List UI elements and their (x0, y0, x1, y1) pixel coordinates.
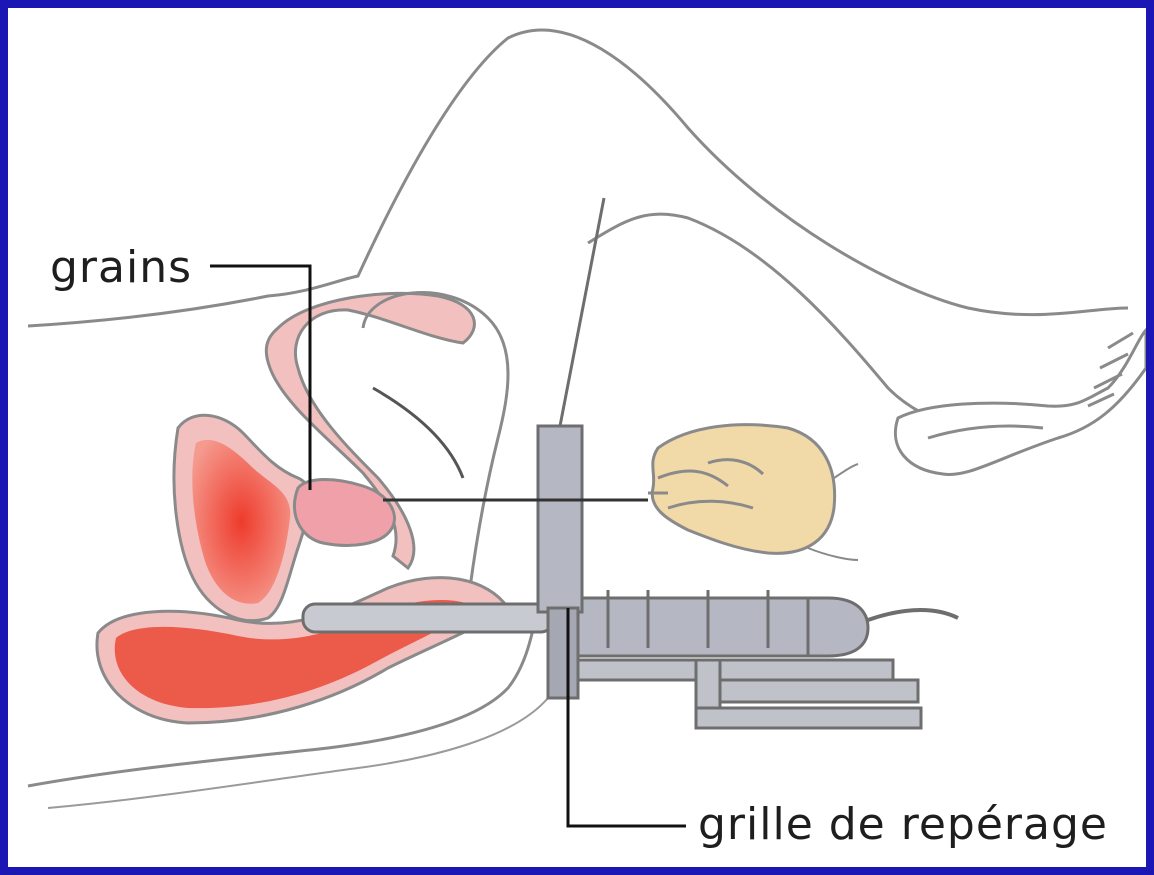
stepper-base (558, 660, 893, 680)
stepper-base-lower (698, 680, 918, 702)
probe-body (568, 598, 868, 656)
hand (652, 425, 834, 554)
upper-thigh-line (588, 214, 1048, 431)
probe-cable (868, 610, 958, 620)
probe-shaft (303, 604, 553, 632)
grid-label: grille de repérage (698, 803, 1108, 847)
stepper-foot (696, 708, 921, 728)
template-grid (538, 426, 582, 612)
foot (895, 330, 1146, 475)
organ-fold-2 (373, 388, 463, 478)
brachytherapy-illustration (8, 8, 1146, 867)
template-grid-base (548, 608, 578, 698)
grains-label: grains (50, 246, 192, 290)
body-outline (28, 30, 1128, 326)
lower-body-outline-2 (48, 698, 548, 808)
instrument-thin-rod (560, 198, 604, 426)
